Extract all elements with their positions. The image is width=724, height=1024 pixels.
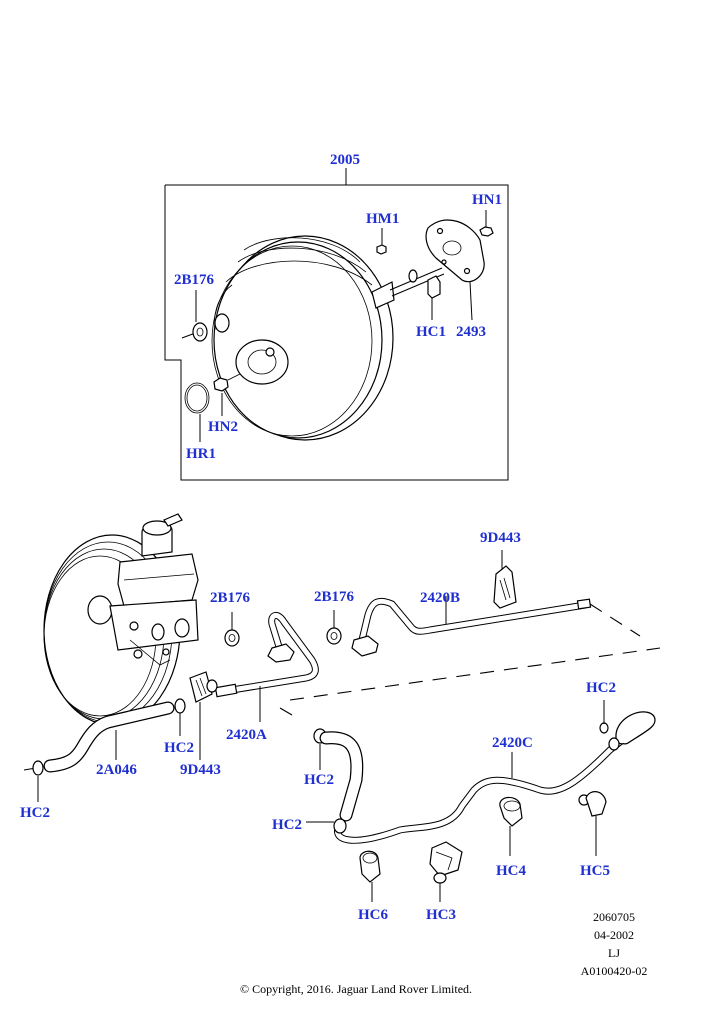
seal-2b176-right-drawing [326,610,342,645]
callout-hc2-right[interactable]: HC2 [586,680,616,696]
callout-hm1[interactable]: HM1 [366,211,399,227]
callout-2005[interactable]: 2005 [330,152,360,168]
drawing-number: 2060705 [593,910,635,924]
clip-hc4-drawing [499,796,523,856]
callout-hn2[interactable]: HN2 [208,419,238,435]
callout-hc2-low[interactable]: HC2 [272,817,302,833]
clip-9d443-low-drawing [189,671,218,760]
callout-2420a[interactable]: 2420A [226,727,267,743]
callout-2a046[interactable]: 2A046 [96,762,137,778]
callout-2420c[interactable]: 2420C [492,735,533,751]
clip-hc6-drawing [359,850,381,902]
nut-hn2-drawing [213,373,241,416]
callout-hn1[interactable]: HN1 [472,192,502,208]
drawing-date: 04-2002 [594,928,634,942]
clip-hc2-left-drawing [23,760,44,802]
dashed-guide-upper [589,603,641,637]
seal-2b176-top-drawing [181,290,208,342]
callout-2420b[interactable]: 2420B [420,590,460,606]
brake-booster-drawing [211,235,445,441]
bolt-hm1-drawing [376,228,387,255]
gasket-plate-drawing [425,219,485,283]
callout-hc2-mid[interactable]: HC2 [164,740,194,756]
dashed-guide-lower [279,707,293,716]
callout-hr1[interactable]: HR1 [186,446,216,462]
callout-hc6[interactable]: HC6 [358,907,389,923]
clip-hc3-drawing [429,841,463,902]
hose-2420c-drawing [319,711,656,844]
nut-hn1-drawing [479,210,494,237]
callout-hc2-center[interactable]: HC2 [304,772,334,788]
copyright-notice: © Copyright, 2016. Jaguar Land Rover Lim… [240,982,472,996]
o-ring-hr1-drawing [184,382,210,442]
brake-pipe-2420a-drawing [214,612,319,722]
callout-2b176-left[interactable]: 2B176 [210,590,251,606]
callout-9d443-low[interactable]: 9D443 [180,762,221,778]
drawing-reference: A0100420-02 [581,964,648,978]
callout-2493[interactable]: 2493 [456,324,486,340]
booster-with-master-cylinder-drawing [43,513,199,726]
brake-booster-assembly-frame [164,168,509,481]
brake-pipe-2420b-drawing [351,596,592,657]
clip-9d443-top-drawing [493,550,517,609]
clip-hc2-mid-drawing [174,698,186,736]
clip-hc2-right-drawing [599,700,609,734]
callout-9d443-top[interactable]: 9D443 [480,530,521,546]
clip-hc1-drawing [427,275,441,320]
callout-hc1[interactable]: HC1 [416,324,446,340]
callout-hc4[interactable]: HC4 [496,863,527,879]
callout-hc5[interactable]: HC5 [580,863,610,879]
clip-hc5-drawing [578,791,607,856]
callout-2b176-right[interactable]: 2B176 [314,589,355,605]
seal-2b176-left-drawing [224,612,240,647]
hose-2a046-drawing [43,701,175,773]
callout-hc2-left[interactable]: HC2 [20,805,50,821]
callout-hc3[interactable]: HC3 [426,907,456,923]
callout-2b176-top[interactable]: 2B176 [174,272,215,288]
drawing-model: LJ [608,946,620,960]
